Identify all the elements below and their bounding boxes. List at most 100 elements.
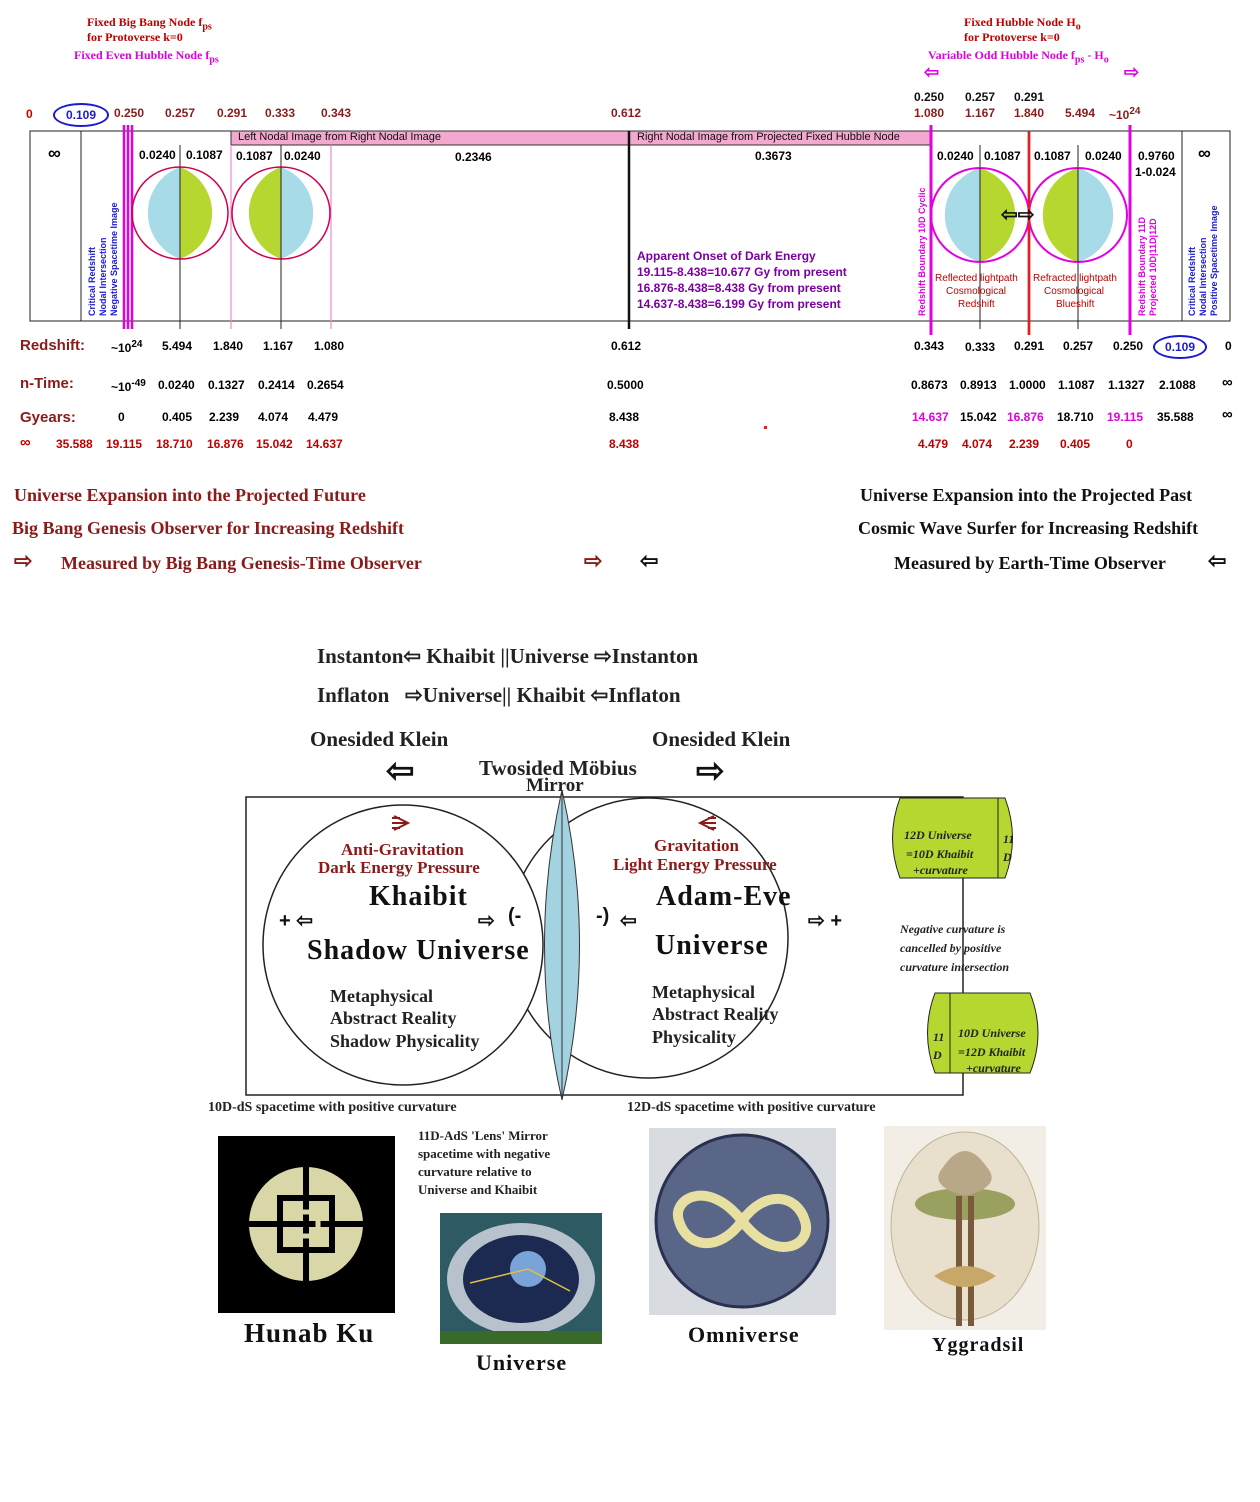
protoverse-right-label: for Protoverse k=0 bbox=[964, 30, 1060, 44]
inflaton-line: Inflaton ⇨Universe|| Khaibit ⇦Inflaton bbox=[317, 683, 681, 707]
r4-0: ∞ bbox=[20, 434, 31, 451]
r4-9: 4.074 bbox=[962, 437, 993, 451]
r-val-c: 0.1087 bbox=[1034, 149, 1071, 163]
heading-genesis-observer: Big Bang Genesis Observer for Increasing… bbox=[12, 518, 405, 538]
universe-meta-2: Abstract Reality bbox=[652, 1004, 779, 1024]
r4-10: 2.239 bbox=[1009, 437, 1040, 451]
nt-10: 1.1327 bbox=[1108, 378, 1145, 392]
nt-11: 2.1088 bbox=[1159, 378, 1196, 392]
ds10-label: 10D-dS spacetime with positive curvature bbox=[208, 1100, 457, 1115]
scale-0250: 0.250 bbox=[114, 106, 145, 120]
heading-past: Universe Expansion into the Projected Pa… bbox=[860, 485, 1193, 505]
protoverse-left-label: for Protoverse k=0 bbox=[87, 30, 183, 44]
scale-0109-circled: 0.109 bbox=[53, 103, 109, 127]
v-right-1: Critical Redshift bbox=[1187, 246, 1197, 316]
rs-12: 0 bbox=[1225, 339, 1232, 353]
scale-0257: 0.257 bbox=[165, 106, 196, 120]
universe-title: Universe bbox=[655, 930, 769, 961]
scale-r1167: 1.167 bbox=[965, 106, 996, 120]
nt-7: 0.8913 bbox=[960, 378, 997, 392]
nt-5: 0.5000 bbox=[607, 378, 644, 392]
v-left-3: Negative Spacetime Image bbox=[109, 202, 119, 316]
scale-r0257: 0.257 bbox=[965, 90, 996, 104]
gy-2: 2.239 bbox=[209, 410, 240, 424]
neg-curv-1: Negative curvature is bbox=[900, 922, 1006, 936]
r4-11: 0.405 bbox=[1060, 437, 1091, 451]
double-arrow-icon: ⇦⇨ bbox=[1001, 204, 1035, 226]
v-left-1: Critical Redshift bbox=[87, 246, 97, 316]
khaibit-title: Khaibit bbox=[369, 881, 468, 912]
dark-energy-1: Apparent Onset of Dark Energy bbox=[637, 249, 816, 263]
rs-3: 1.167 bbox=[263, 339, 294, 353]
gy-3: 4.074 bbox=[258, 410, 289, 424]
gy-1: 0.405 bbox=[162, 410, 193, 424]
heading-future: Universe Expansion into the Projected Fu… bbox=[14, 485, 366, 505]
scale-r0250: 0.250 bbox=[914, 90, 945, 104]
v-right-3: Positive Spacetime Image bbox=[1209, 205, 1219, 316]
gy-12: ∞ bbox=[1222, 406, 1233, 423]
rs-5: 0.612 bbox=[611, 339, 642, 353]
arrow-right-icon: ⇨ bbox=[478, 910, 495, 932]
arrow-right-icon: ⇨ bbox=[14, 548, 33, 573]
v-left-2: Nodal Intersection bbox=[98, 237, 108, 316]
reflected-1: Reflected lightpath bbox=[935, 273, 1018, 284]
gy-5: 8.438 bbox=[609, 410, 640, 424]
khaibit-meta-2: Abstract Reality bbox=[330, 1008, 457, 1028]
c10-3: +curvature bbox=[966, 1061, 1021, 1075]
r4-5: 15.042 bbox=[256, 437, 293, 451]
nt-12: ∞ bbox=[1222, 374, 1233, 391]
r-val-d: 0.0240 bbox=[1085, 149, 1122, 163]
omniverse-image bbox=[649, 1128, 836, 1315]
r4-3: 18.710 bbox=[156, 437, 193, 451]
dark-energy-2: 19.115-8.438=10.677 Gy from present bbox=[637, 265, 847, 279]
c12-2: =10D Khaibit bbox=[906, 847, 974, 861]
scale-r10-24: ~1024 bbox=[1109, 106, 1141, 122]
nt-4: 0.2654 bbox=[307, 378, 344, 392]
ntime-label: n-Time: bbox=[20, 375, 74, 392]
c12-3: +curvature bbox=[913, 863, 968, 877]
rs-7: 0.333 bbox=[965, 340, 996, 354]
v-red10: Redshift Boundary 10D Cyclic bbox=[917, 187, 927, 316]
r4-1: 35.588 bbox=[56, 437, 93, 451]
dark-energy-pressure: Dark Energy Pressure bbox=[318, 858, 480, 877]
scale-r1840: 1.840 bbox=[1014, 106, 1045, 120]
adam-eve-title: Adam-Eve bbox=[656, 881, 792, 912]
mobius-mirror-diagram bbox=[245, 790, 1039, 1100]
universe-meta-3: Physicality bbox=[652, 1027, 736, 1047]
scale-0: 0 bbox=[26, 107, 33, 121]
c12-1: 12D Universe bbox=[904, 828, 972, 842]
universe-image bbox=[440, 1213, 602, 1344]
heading-earth-time: Measured by Earth-Time Observer bbox=[894, 553, 1166, 573]
rs-10: 0.250 bbox=[1113, 339, 1144, 353]
ads-2: spacetime with negative bbox=[418, 1146, 551, 1161]
r-val-b: 0.1087 bbox=[984, 149, 1021, 163]
rs-2: 1.840 bbox=[213, 339, 244, 353]
universe-meta-1: Metaphysical bbox=[652, 982, 755, 1002]
arrow-right-icon: ⇨ bbox=[584, 548, 603, 573]
yggdrasil-caption: Yggradsil bbox=[932, 1334, 1025, 1356]
ds12-label: 12D-dS spacetime with positive curvature bbox=[627, 1100, 876, 1115]
c12-11: 11 bbox=[1003, 832, 1015, 846]
gy-8: 16.876 bbox=[1007, 410, 1044, 424]
refracted-2: Cosmological bbox=[1044, 286, 1105, 297]
anti-gravitation: Anti-Gravitation bbox=[341, 840, 464, 859]
gy-9: 18.710 bbox=[1057, 410, 1094, 424]
heading-genesis-time: Measured by Big Bang Genesis-Time Observ… bbox=[61, 553, 422, 573]
infinity-left: ∞ bbox=[48, 143, 61, 163]
nt-3: 0.2414 bbox=[258, 378, 295, 392]
refracted-3: Blueshift bbox=[1056, 299, 1095, 310]
r4-2: 19.115 bbox=[106, 437, 143, 451]
r4-7: 8.438 bbox=[609, 437, 640, 451]
variable-odd-hubble-label: Variable Odd Hubble Node fps - Ho bbox=[928, 48, 1109, 66]
scale-r1080: 1.080 bbox=[914, 106, 945, 120]
r4-4: 16.876 bbox=[207, 437, 244, 451]
l-val-c: 0.1087 bbox=[236, 149, 273, 163]
l-val-a: 0.0240 bbox=[139, 148, 176, 162]
fixed-big-bang-label: Fixed Big Bang Node fps bbox=[87, 15, 212, 33]
gyears-label: Gyears: bbox=[20, 409, 76, 426]
nt-9: 1.1087 bbox=[1058, 378, 1095, 392]
rs-8: 0.291 bbox=[1014, 339, 1045, 353]
mid-val: 0.3673 bbox=[755, 149, 792, 163]
c10-11: 11 bbox=[933, 1030, 945, 1044]
arrow-left-icon: ⇦ bbox=[640, 548, 659, 573]
